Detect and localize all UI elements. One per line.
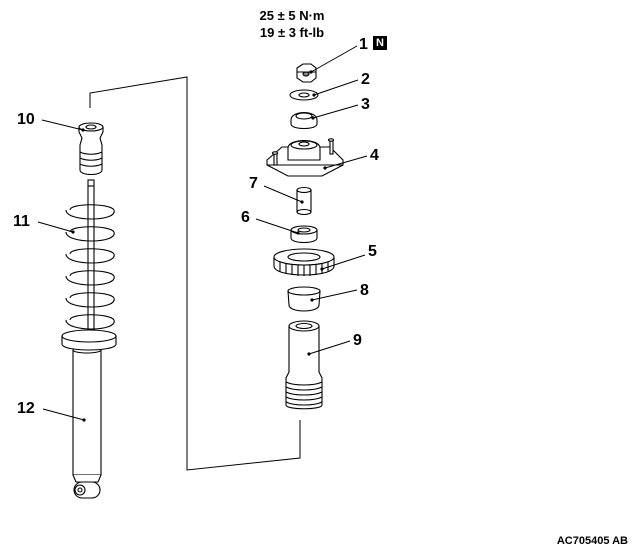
part-11-coil-spring	[61, 204, 117, 351]
leader-lines	[37, 45, 368, 421]
part-5-upper-spring-pad	[273, 248, 335, 276]
part-1-self-locking-nut	[296, 63, 317, 83]
assembly-bracket	[89, 76, 301, 471]
callout-9: 9	[353, 332, 362, 349]
callout-8: 8	[360, 282, 369, 299]
part-4-strut-insulator	[266, 138, 344, 177]
callout-3: 3	[361, 96, 370, 113]
part-9-dust-cover	[285, 320, 323, 410]
part-8-bump-rubber	[287, 286, 321, 312]
torque-imperial: 19 ± 3 ft-lb	[259, 25, 325, 40]
torque-metric: 25 ± 5 N·m	[259, 8, 325, 23]
part-12-shock-absorber	[72, 179, 102, 499]
part-2-washer	[289, 89, 319, 101]
part-6-bearing	[290, 225, 318, 244]
leader-dots	[71, 70, 327, 422]
callout-5: 5	[368, 243, 377, 260]
callout-2: 2	[361, 71, 370, 88]
part-10-bump-stopper	[78, 122, 104, 176]
part-7-collar	[296, 186, 312, 216]
callout-1: 1	[359, 36, 368, 53]
callout-7: 7	[249, 175, 258, 192]
callout-4: 4	[370, 147, 379, 164]
callout-11: 11	[13, 213, 30, 230]
callout-6: 6	[241, 209, 250, 226]
new-part-badge: N	[373, 36, 387, 50]
callout-10: 10	[17, 111, 35, 128]
part-3-bushing	[290, 111, 318, 130]
figure-id: AC705405 AB	[556, 535, 628, 547]
callout-12: 12	[17, 400, 35, 417]
